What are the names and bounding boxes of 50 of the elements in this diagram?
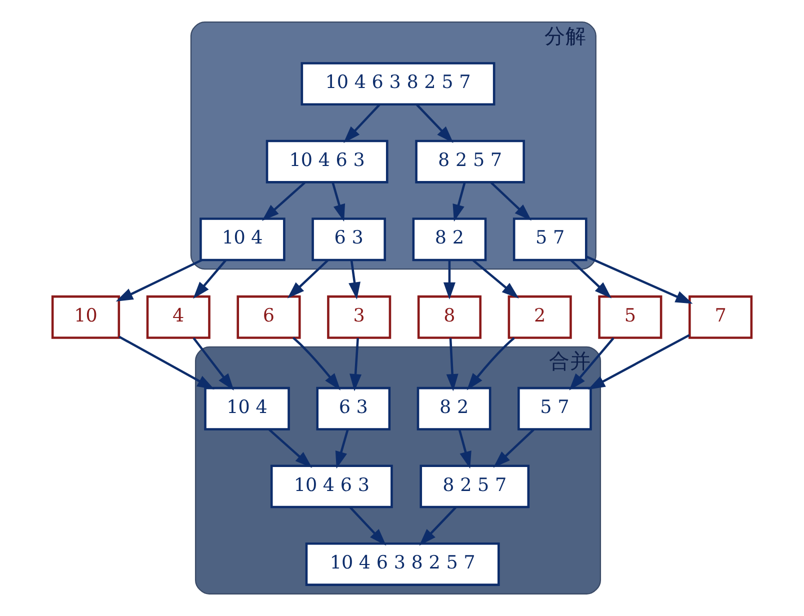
arrow: [287, 260, 329, 298]
node-box: 5 7: [512, 218, 588, 262]
arrow: [490, 182, 532, 221]
arrow: [452, 182, 466, 222]
arrow: [118, 336, 214, 390]
arrow: [586, 255, 693, 304]
arrow: [419, 506, 457, 546]
arrow: [349, 506, 386, 546]
node-box: 10 4: [204, 386, 290, 430]
node-box: 8 2: [412, 218, 487, 262]
node-box: 6 3: [316, 386, 391, 430]
arrow: [192, 337, 234, 390]
arrow: [472, 259, 519, 299]
node-box: 6 3: [312, 218, 386, 262]
arrow: [466, 337, 515, 390]
node-box: 8: [417, 295, 482, 339]
arrow: [348, 260, 360, 300]
arrow: [343, 104, 380, 144]
node-box: 4: [146, 295, 210, 339]
arrow: [292, 336, 341, 390]
node-box: 2: [508, 295, 572, 339]
arrow: [332, 182, 346, 222]
arrow: [570, 260, 612, 298]
arrow: [458, 429, 472, 469]
node-box: 5 7: [518, 386, 592, 430]
node-box: 10 4 6 3 8 2 5 7: [300, 62, 496, 106]
node-box: 8 2 5 7: [420, 464, 530, 508]
arrow: [193, 260, 226, 299]
arrow: [446, 338, 458, 392]
arrow: [569, 337, 614, 390]
node-box: 10: [51, 295, 120, 339]
node-box: 10 4: [200, 218, 286, 262]
arrow: [493, 428, 534, 468]
node-box: 7: [688, 295, 753, 339]
arrow: [588, 334, 690, 390]
node-box: 10 4 6 3: [270, 464, 393, 508]
node-box: 8 2 5 7: [415, 140, 525, 184]
arrow: [350, 338, 362, 392]
arrow: [443, 260, 456, 300]
node-box: 6: [236, 295, 301, 339]
arrow: [335, 429, 349, 469]
node-box: 3: [327, 295, 392, 339]
arrow: [416, 104, 454, 143]
arrow: [116, 259, 202, 302]
node-box: 10 4 6 3: [266, 140, 388, 184]
node-box: 5: [598, 295, 662, 339]
node-box: 8 2: [416, 386, 492, 430]
arrow: [268, 428, 312, 468]
arrow: [262, 182, 306, 221]
node-box: 10 4 6 3 8 2 5 7: [305, 542, 500, 586]
